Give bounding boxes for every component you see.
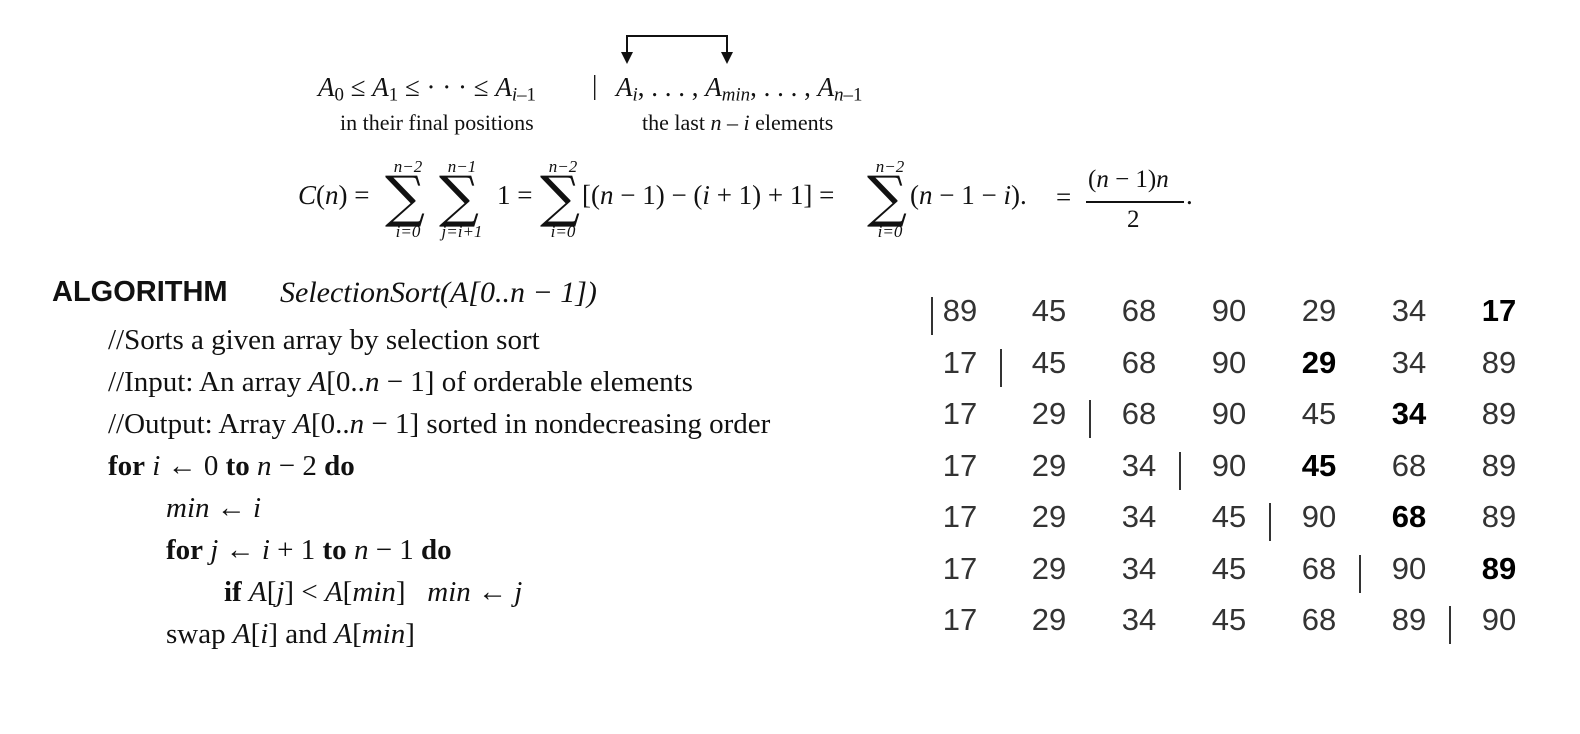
trace-cell: 45	[1301, 447, 1337, 483]
formula-term3: (n − 1 − i).	[910, 180, 1027, 210]
sigma-2: ∑	[439, 165, 479, 230]
trace-cell: 90	[1211, 396, 1247, 431]
trace-cell: 90	[1481, 602, 1517, 637]
trace-cell: 90	[1301, 499, 1337, 534]
sorted-divider	[1179, 451, 1181, 490]
sorted-divider	[1269, 503, 1271, 541]
trace-cell: 29	[1031, 602, 1067, 637]
trace-cell: 89	[1481, 550, 1517, 586]
trace-cell: 29	[1031, 396, 1067, 431]
sum1-lower: i=0	[395, 222, 421, 241]
formula-term1: 1 =	[497, 180, 533, 210]
sorted-divider	[999, 348, 1002, 387]
sorted-divider	[1359, 554, 1361, 593]
fraction-numerator: (n − 1)n	[1088, 166, 1169, 193]
trace-cell: 17	[942, 499, 978, 534]
trace-cell: 17	[942, 396, 978, 431]
trace-cell: 17	[1481, 293, 1517, 328]
trace-cell: 89	[1391, 602, 1427, 637]
trace-cell: 90	[1391, 550, 1427, 586]
trace-cell: 68	[1121, 293, 1157, 328]
trace-cell: 89	[1481, 344, 1517, 380]
comment-line-3: //Output: Array A[0..n − 1] sorted in no…	[108, 408, 771, 440]
trace-cell: 29	[1031, 447, 1067, 483]
trace-cell: 45	[1211, 499, 1247, 534]
if-line: if A[j] < A[min] min ← j	[224, 576, 523, 608]
outer-for-line: for i ← 0 to n − 2 do	[108, 450, 355, 482]
sorted-divider	[931, 297, 933, 335]
trace-cell: 90	[1211, 293, 1247, 328]
trace-cell: 90	[1211, 447, 1247, 483]
algorithm-keyword: ALGORITHM	[52, 276, 228, 308]
trace-cell: 17	[942, 344, 978, 380]
trace-cell: 34	[1121, 550, 1157, 586]
sum3-upper: n−2	[548, 157, 578, 176]
sum2-upper: n−1	[447, 157, 477, 176]
sigma-3: ∑	[540, 165, 580, 230]
trace-cell: 29	[1301, 344, 1337, 380]
formula-lhs: C(n) =	[298, 180, 370, 210]
caption-final-positions: in their final positions	[340, 110, 534, 135]
formula-term2: [(n − 1) − (i + 1) + 1] =	[582, 180, 835, 210]
trace-cell: 34	[1391, 293, 1427, 328]
trace-cell: 45	[1211, 602, 1247, 637]
trace-cell: 68	[1391, 499, 1427, 534]
comment-line-1: //Sorts a given array by selection sort	[108, 324, 540, 356]
min-assign-line: min ← i	[166, 492, 262, 524]
trace-cell: 90	[1211, 344, 1247, 380]
invariant-sorted-part: A0 ≤ A1 ≤ · · · ≤ Ai–1	[318, 72, 536, 106]
invariant-divider: |	[592, 70, 598, 100]
invariant-unsorted-part: Ai, . . . , Amin, . . . , An–1	[616, 72, 863, 106]
trace-cell: 34	[1121, 447, 1157, 483]
trace-cell: 89	[1481, 447, 1517, 483]
fraction-bar	[1086, 201, 1184, 203]
trace-cell: 29	[1301, 293, 1337, 328]
sorted-divider	[1089, 400, 1091, 438]
inner-for-line: for j ← i + 1 to n − 1 do	[166, 534, 452, 566]
trace-cell: 89	[1481, 396, 1517, 431]
trace-cell: 34	[1121, 602, 1157, 637]
trace-cell: 17	[942, 550, 978, 586]
caption-last-elements: the last n – i elements	[642, 110, 834, 135]
sigma-1: ∑	[385, 165, 425, 230]
trace-cell: 34	[1391, 344, 1427, 380]
trace-cell: 45	[1301, 396, 1337, 431]
trace-cell: 17	[942, 602, 978, 637]
swap-arrow	[621, 35, 733, 64]
fraction-denominator: 2	[1127, 206, 1140, 233]
trace-cell: 68	[1391, 447, 1427, 483]
sum4-lower: i=0	[877, 222, 903, 241]
algorithm-name: SelectionSort(A[0..n − 1])	[280, 276, 597, 309]
trace-cell: 34	[1121, 499, 1157, 534]
trace-cell: 68	[1121, 344, 1157, 380]
formula-end: .	[1186, 180, 1193, 210]
formula-eq: =	[1056, 182, 1072, 212]
swap-line: swap A[i] and A[min]	[166, 618, 415, 650]
sorted-divider	[1449, 606, 1451, 644]
trace-cell: 45	[1211, 550, 1247, 586]
trace-cell: 17	[942, 447, 978, 483]
trace-cell: 29	[1031, 499, 1067, 534]
sum3-lower: i=0	[550, 222, 576, 241]
sum4-upper: n−2	[875, 157, 905, 176]
sum1-upper: n−2	[393, 157, 423, 176]
trace-cell: 68	[1121, 396, 1157, 431]
sum2-lower: j=i+1	[441, 222, 483, 241]
trace-cell: 89	[1481, 499, 1517, 534]
trace-cell: 29	[1031, 550, 1067, 586]
comment-line-2: //Input: An array A[0..n − 1] of orderab…	[108, 366, 693, 398]
trace-cell: 68	[1301, 550, 1337, 586]
trace-cell: 89	[942, 293, 978, 328]
trace-cell: 45	[1031, 344, 1067, 380]
trace-cell: 34	[1391, 396, 1427, 431]
sigma-4: ∑	[867, 165, 907, 230]
trace-cell: 68	[1301, 602, 1337, 637]
trace-cell: 45	[1031, 293, 1067, 328]
